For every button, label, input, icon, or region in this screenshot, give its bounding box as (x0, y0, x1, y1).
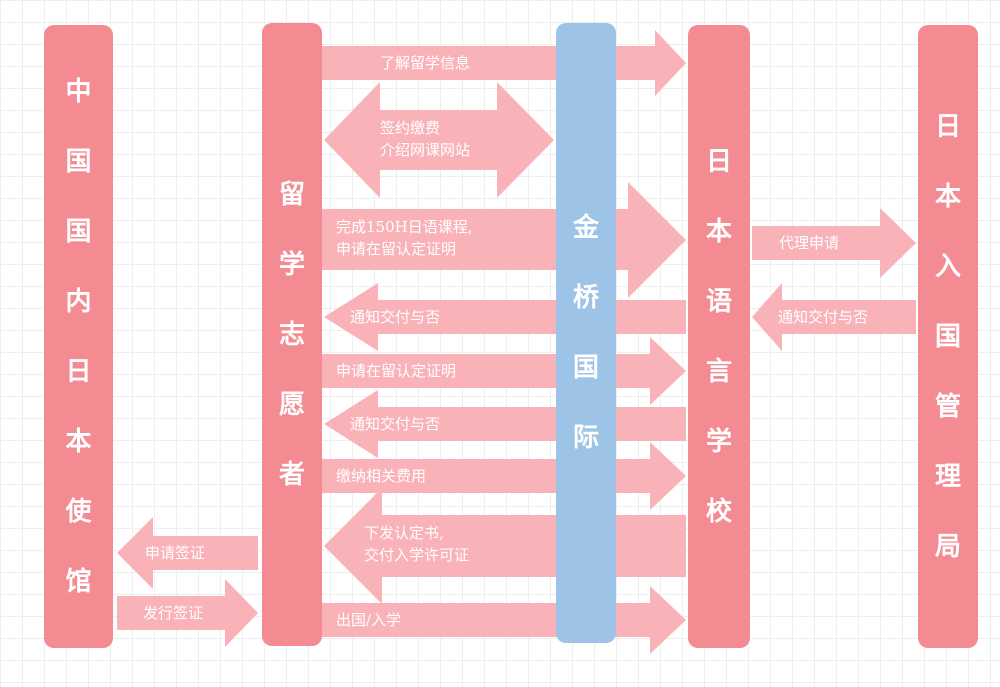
immigration-label: 日本入国管理局 (935, 114, 961, 560)
arrow-issue-cert-label: 下发认定书, 交付入学许可证 (364, 522, 469, 566)
column-char: 金 (572, 213, 599, 243)
column-char: 国 (572, 353, 599, 383)
arrow-notify-result-3-label: 通知交付与否 (778, 308, 869, 326)
arrow-issue-visa-label: 发行签证 (143, 604, 204, 622)
arrow-enroll-label: 出国/入学 (336, 611, 402, 629)
column-char: 愿 (278, 389, 305, 420)
arrow-complete-course-label: 完成150H日语课程, 申请在留认定证明 (336, 216, 472, 260)
column-char: 志 (278, 319, 305, 350)
arrow-apply-coe-label: 申请在留认定证明 (336, 362, 457, 380)
column-char: 国 (65, 216, 92, 247)
column-char: 日 (705, 146, 732, 177)
arrow-notify-result-2-label: 通知交付与否 (350, 415, 441, 433)
arrow-notify-result-1-label: 通知交付与否 (350, 308, 441, 326)
column-char: 使 (65, 496, 92, 527)
immigration-column: 日本入国管理局 (918, 25, 978, 648)
issue-cert-line-2: 交付入学许可证 (364, 546, 470, 564)
column-char: 国 (934, 321, 961, 352)
column-char: 学 (705, 426, 732, 457)
school-column: 日本语言学校 (688, 25, 750, 648)
column-char: 中 (65, 76, 92, 107)
issue-cert-line-1: 下发认定书, (364, 524, 444, 542)
column-char: 本 (934, 181, 961, 212)
arrow-notify-result-3 (752, 283, 916, 351)
embassy-column: 中国国内日本使馆 (44, 25, 113, 648)
column-char: 日 (934, 111, 961, 142)
column-char: 本 (705, 216, 732, 247)
column-char: 者 (278, 459, 305, 490)
column-char: 桥 (572, 283, 599, 313)
sign-contract-line-2: 介绍网课网站 (380, 141, 471, 159)
arrow-sign-contract-label: 签约缴费 介绍网课网站 (380, 117, 470, 161)
embassy-label: 中国国内日本使馆 (65, 79, 91, 595)
column-char: 校 (705, 496, 732, 527)
agency-column: 金桥国际 (556, 23, 616, 643)
arrow-apply-visa (117, 517, 258, 589)
applicant-column: 留学志愿者 (262, 23, 322, 646)
arrow-proxy-apply-label: 代理申请 (779, 234, 840, 252)
column-char: 入 (934, 251, 961, 282)
column-char: 管 (934, 391, 961, 422)
arrow-apply-visa-label: 申请签证 (145, 544, 206, 562)
complete-course-line-1: 完成150H日语课程, (336, 218, 473, 236)
agency-label: 金桥国际 (573, 215, 599, 451)
column-char: 日 (65, 356, 92, 387)
arrow-sign-contract (324, 82, 554, 198)
school-label: 日本语言学校 (706, 149, 732, 525)
column-char: 学 (278, 249, 305, 280)
column-char: 言 (705, 356, 732, 387)
sign-contract-line-1: 签约缴费 (380, 119, 441, 137)
arrow-pay-fees-label: 缴纳相关费用 (336, 467, 427, 485)
column-char: 留 (278, 179, 305, 210)
column-char: 内 (65, 286, 92, 317)
arrow-learn-info-label: 了解留学信息 (380, 54, 471, 72)
arrow-proxy-apply (752, 208, 916, 278)
complete-course-line-2: 申请在留认定证明 (336, 240, 457, 258)
arrow-issue-visa (117, 579, 258, 647)
column-char: 理 (934, 461, 961, 492)
column-char: 馆 (65, 566, 92, 597)
column-char: 局 (934, 531, 961, 562)
applicant-label: 留学志愿者 (279, 182, 305, 488)
column-char: 国 (65, 146, 92, 177)
column-char: 际 (572, 423, 599, 453)
column-char: 本 (65, 426, 92, 457)
column-char: 语 (705, 286, 732, 317)
